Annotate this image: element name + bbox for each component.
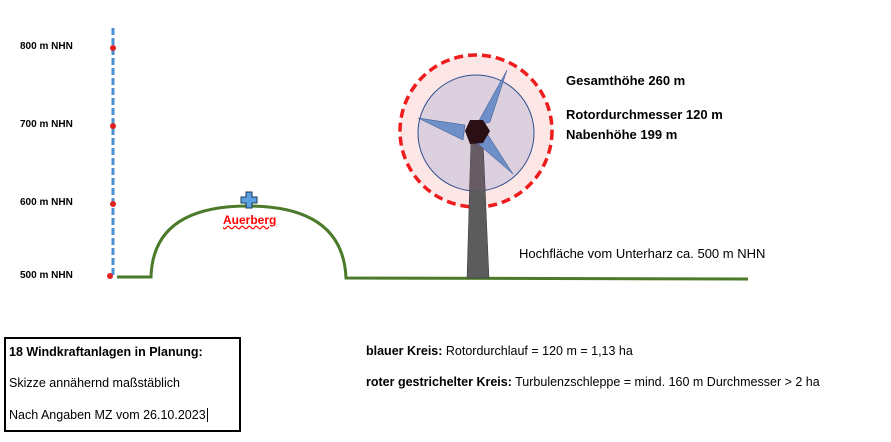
level-label-700: 700 m NHN xyxy=(20,119,73,130)
level-label-800: 800 m NHN xyxy=(20,41,73,52)
info-line-scale: Skizze annähernd maßstäblich xyxy=(9,376,180,390)
hub xyxy=(465,120,490,144)
info-title: 18 Windkraftanlagen in Planung: xyxy=(9,345,203,359)
legend-red: roter gestrichelter Kreis: Turbulenzschl… xyxy=(366,375,820,389)
ground-profile xyxy=(117,204,749,281)
marker-600 xyxy=(110,201,116,207)
legend-blue-text: Rotordurchlauf = 120 m = 1,13 ha xyxy=(442,344,633,358)
hub-height: Nabenhöhe 199 m xyxy=(566,127,678,142)
marker-800 xyxy=(110,45,116,51)
info-box: 18 Windkraftanlagen in Planung: Skizze a… xyxy=(4,337,241,432)
info-line-source[interactable]: Nach Angaben MZ vom 26.10.2023 xyxy=(9,408,208,422)
legend-blue: blauer Kreis: Rotordurchlauf = 120 m = 1… xyxy=(366,344,633,358)
mountain-label: Auerberg xyxy=(223,213,277,227)
legend-red-text: Turbulenzschleppe = mind. 160 m Durchmes… xyxy=(511,375,820,389)
rotor-diameter: Rotordurchmesser 120 m xyxy=(566,107,723,122)
summit-cross-icon xyxy=(240,191,258,209)
level-label-600: 600 m NHN xyxy=(20,197,73,208)
plateau-label: Hochfläche vom Unterharz ca. 500 m NHN xyxy=(519,246,766,261)
marker-700 xyxy=(110,123,116,129)
level-label-500: 500 m NHN xyxy=(20,270,73,281)
marker-500 xyxy=(107,273,113,279)
total-height: Gesamthöhe 260 m xyxy=(566,73,686,88)
tower-upper xyxy=(469,140,485,190)
legend-red-key: roter gestrichelter Kreis: xyxy=(366,375,512,389)
legend-blue-key: blauer Kreis: xyxy=(366,344,443,358)
blade xyxy=(417,117,466,141)
